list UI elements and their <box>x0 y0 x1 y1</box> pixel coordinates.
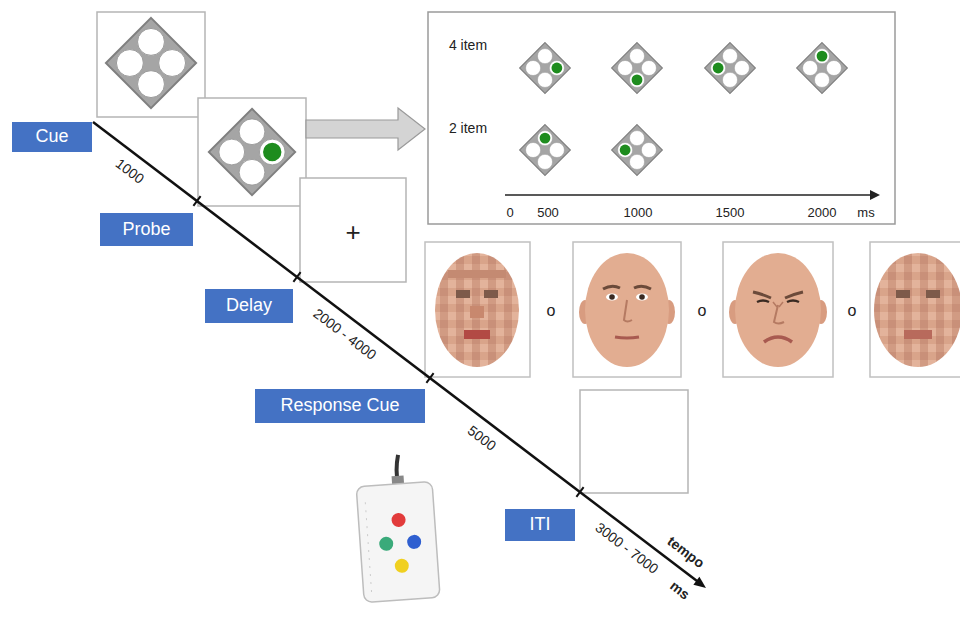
row-label: 4 item <box>449 38 487 52</box>
separator-text: o <box>848 303 857 319</box>
duration-label: 5000 <box>465 423 498 453</box>
phase-name: Cue <box>35 127 68 147</box>
phase-box: Response Cue <box>255 389 425 423</box>
fixation-cross: + <box>345 219 360 245</box>
inset-diamonds <box>520 43 848 176</box>
block-arrow <box>306 108 425 150</box>
delay-screen <box>300 178 406 282</box>
phase-box: ITI <box>505 509 575 541</box>
probe-screen <box>198 98 306 206</box>
axis-tick-label: 500 <box>537 206 559 219</box>
phase-box: Delay <box>205 289 293 323</box>
time-axis <box>93 122 706 588</box>
axis-tick-label: 1000 <box>624 206 653 219</box>
phase-name: Probe <box>122 220 170 240</box>
phase-box: Probe <box>100 213 193 246</box>
axis-tick-label: 0 <box>506 206 513 219</box>
phase-box: Cue <box>12 122 92 152</box>
phase-name: ITI <box>530 515 551 535</box>
axis-tick-label: 1500 <box>716 206 745 219</box>
response-box <box>354 453 440 603</box>
phase-name: Delay <box>226 296 272 316</box>
axis-title: tempo <box>665 534 707 571</box>
duration-label: 1000 <box>113 156 146 186</box>
separator-text: o <box>547 303 556 319</box>
phase-name: Response Cue <box>280 396 399 416</box>
axis-unit-label: ms <box>857 206 874 219</box>
duration-label: 3000 - 7000 <box>593 520 661 576</box>
inset-panel <box>428 12 895 224</box>
row-label: 2 item <box>449 121 487 135</box>
face-stimuli <box>425 242 960 377</box>
separator-text: o <box>698 303 707 319</box>
inset-time-axis <box>505 190 880 200</box>
cue-screen <box>97 12 205 117</box>
iti-screen <box>580 390 688 493</box>
duration-label: 2000 - 4000 <box>311 306 379 362</box>
axis-unit-label: ms <box>668 578 693 601</box>
axis-tick-label: 2000 <box>808 206 837 219</box>
